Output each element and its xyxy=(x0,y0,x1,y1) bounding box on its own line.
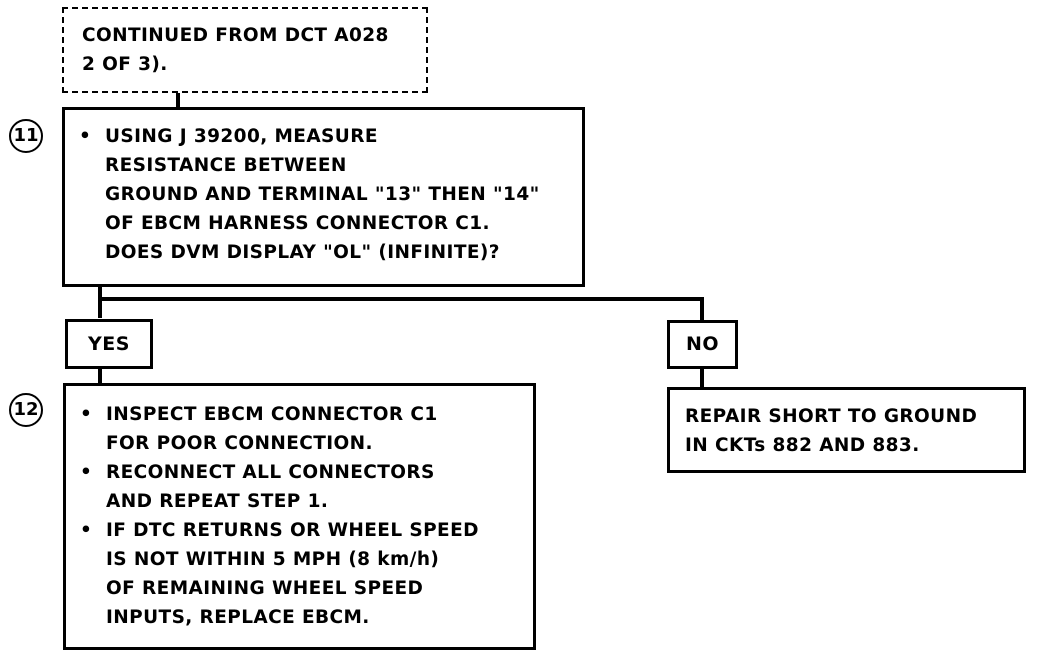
yes-label: YES xyxy=(65,319,153,369)
step12-bullet2-line1: RECONNECT ALL CONNECTORS xyxy=(106,462,435,483)
bullet-icon: • xyxy=(79,126,92,147)
step12-bullet3-line3: OF REMAINING WHEEL SPEED xyxy=(106,578,424,599)
step12-bullet1-line1: INSPECT EBCM CONNECTOR C1 xyxy=(106,404,438,425)
step12-bullet3-line2: IS NOT WITHIN 5 MPH (8 km/h) xyxy=(106,549,440,570)
step11-line-2: RESISTANCE BETWEEN xyxy=(105,155,347,176)
step11-box: • USING J 39200, MEASURE RESISTANCE BETW… xyxy=(62,107,585,287)
no-result-box: REPAIR SHORT TO GROUND IN CKTs 882 AND 8… xyxy=(667,387,1026,473)
bullet-icon: • xyxy=(80,462,93,483)
step12-bullet2-line2: AND REPEAT STEP 1. xyxy=(106,491,329,512)
step12-bullet3-line4: INPUTS, REPLACE EBCM. xyxy=(106,607,370,628)
bullet-icon: • xyxy=(80,520,93,541)
no-result-line-1: REPAIR SHORT TO GROUND xyxy=(685,406,978,427)
no-result-line-2: IN CKTs 882 AND 883. xyxy=(685,435,920,456)
start-line-1: CONTINUED FROM DCT A028 xyxy=(82,25,389,46)
start-line-2: 2 OF 3). xyxy=(82,54,168,75)
step12-bullet3-line1: IF DTC RETURNS OR WHEEL SPEED xyxy=(106,520,479,541)
start-box: CONTINUED FROM DCT A028 2 OF 3). xyxy=(62,7,428,93)
step11-line-4: OF EBCM HARNESS CONNECTOR C1. xyxy=(105,213,490,234)
bullet-icon: • xyxy=(80,404,93,425)
no-label: NO xyxy=(667,320,738,369)
step12-bullet1-line2: FOR POOR CONNECTION. xyxy=(106,433,373,454)
step11-line-5: DOES DVM DISPLAY "OL" (INFINITE)? xyxy=(105,242,500,263)
step-number-12: 12 xyxy=(9,393,43,427)
step11-line-1: USING J 39200, MEASURE xyxy=(105,126,378,147)
step11-line-3: GROUND AND TERMINAL "13" THEN "14" xyxy=(105,184,540,205)
step-number-11: 11 xyxy=(9,119,43,153)
step12-box: • INSPECT EBCM CONNECTOR C1 FOR POOR CON… xyxy=(63,383,536,650)
